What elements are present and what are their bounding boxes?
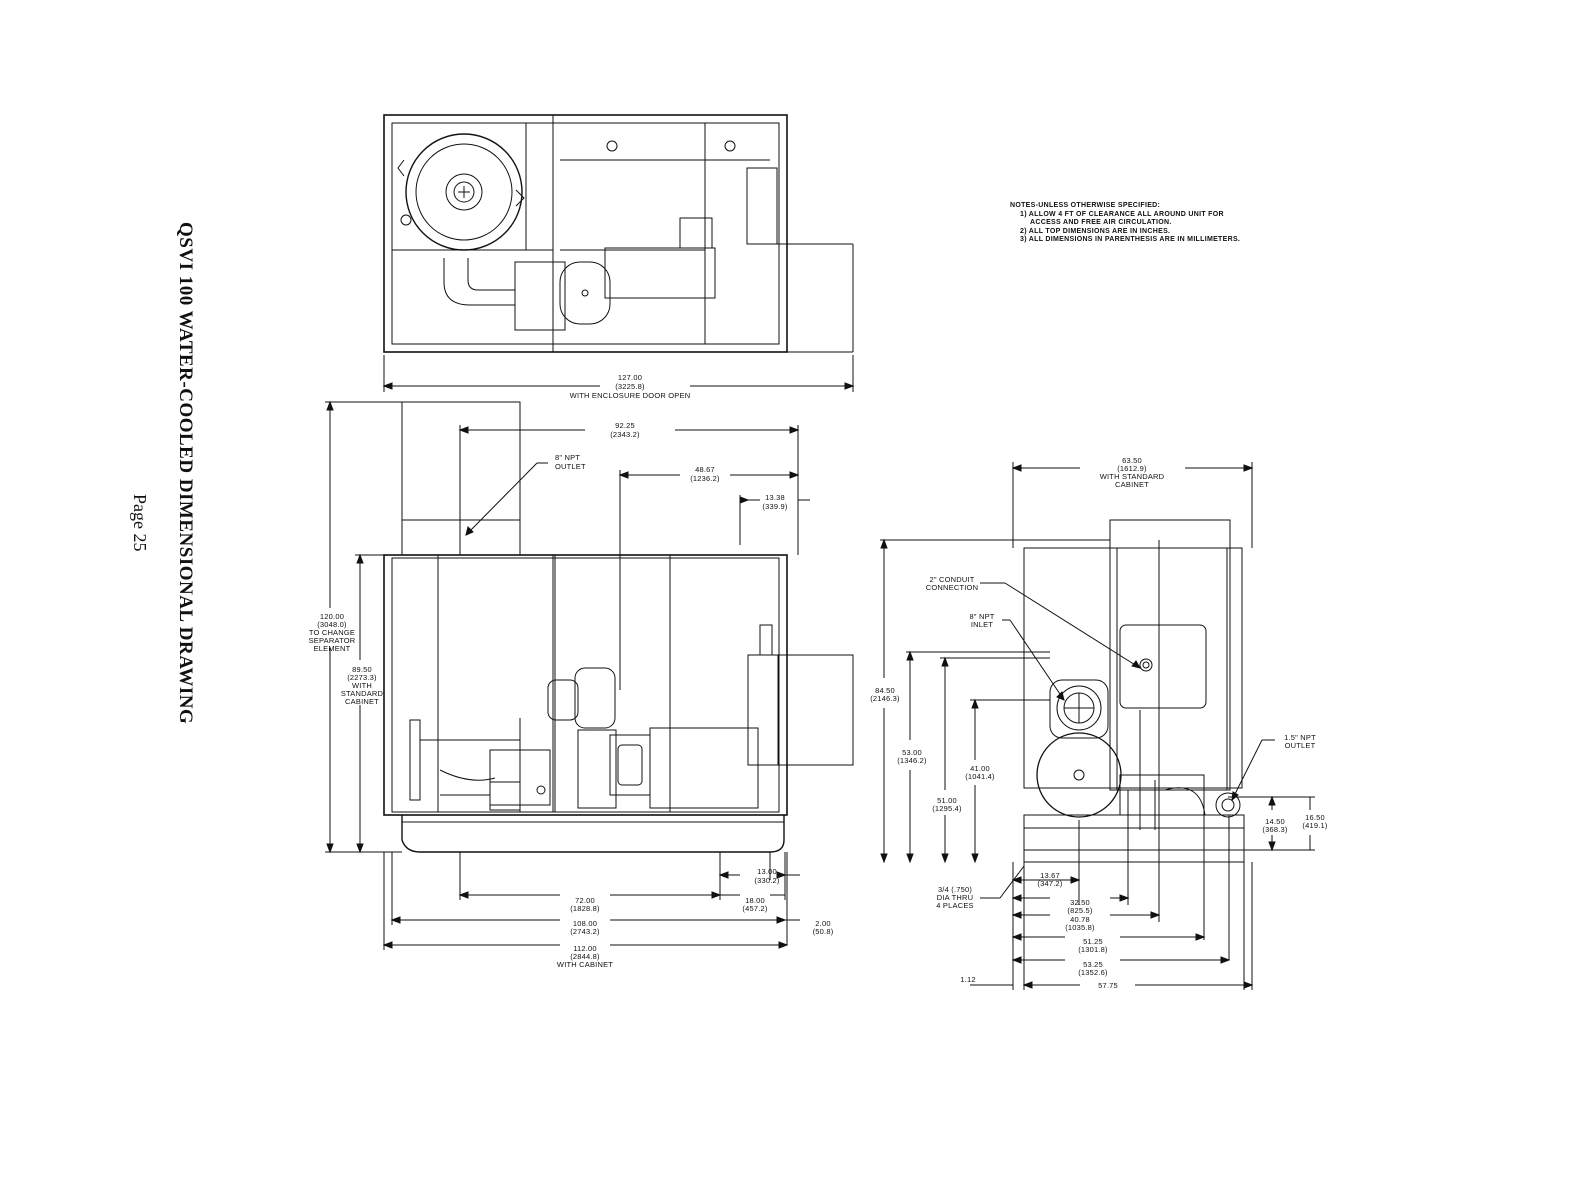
- top-view: [382, 114, 855, 392]
- front-r2-mm: (419.1): [1302, 821, 1327, 830]
- side-b4-in: 108.00: [573, 919, 597, 928]
- filter-housing: [405, 133, 523, 251]
- front-h4-in: 51.00: [937, 796, 957, 805]
- front-h2-mm: (1346.2): [897, 756, 927, 765]
- side-b5-mm: (50.8): [813, 927, 834, 936]
- front-conduit1: 2" CONDUIT: [929, 575, 974, 584]
- side-d3-mm: (339.9): [762, 502, 787, 511]
- side-b6-in: 112.00: [573, 944, 597, 953]
- side-h2-note3: CABINET: [345, 697, 379, 706]
- front-hole3: 4 PLACES: [936, 901, 973, 910]
- side-b4-mm: (2743.2): [570, 927, 600, 936]
- side-b2-mm: (1828.8): [570, 904, 600, 913]
- front-r1-mm: (368.3): [1262, 825, 1287, 834]
- front-h4-mm: (1295.4): [932, 804, 962, 813]
- side-b5-in: 2.00: [815, 919, 830, 928]
- front-f5-in: 53.25: [1083, 960, 1103, 969]
- front-hole2: DIA THRU: [937, 893, 973, 902]
- front-h1-in: 84.50: [875, 686, 895, 695]
- side-outlet-label: 8" NPT: [555, 453, 580, 462]
- side-h1-note1: TO CHANGE: [309, 628, 355, 637]
- front-w-in: 63.50: [1122, 456, 1142, 465]
- front-f5-mm: (1352.6): [1078, 968, 1108, 977]
- side-h2-note2: STANDARD: [341, 689, 384, 698]
- front-f3-mm: (1035.8): [1065, 923, 1095, 932]
- side-d2-mm: (1236.2): [690, 474, 720, 483]
- side-h2-mm: (2273.3): [347, 673, 377, 682]
- front-w-note2: CABINET: [1115, 480, 1149, 489]
- front-inlet1: 8" NPT: [969, 612, 994, 621]
- notes-block: NOTES-UNLESS OTHERWISE SPECIFIED: 1) ALL…: [1010, 202, 1240, 245]
- side-outlet-label2: OUTLET: [555, 462, 586, 471]
- side-b3-in: 18.00: [745, 896, 765, 905]
- front-w-note1: WITH STANDARD: [1100, 472, 1165, 481]
- front-h2-in: 53.00: [902, 748, 922, 757]
- side-b6-mm: (2844.8): [570, 952, 600, 961]
- front-f3-in: 40.78: [1070, 915, 1090, 924]
- side-h2-note1: WITH: [352, 681, 372, 690]
- front-f1-mm: (347.2): [1037, 879, 1062, 888]
- front-f1-in: 13.67: [1040, 871, 1060, 880]
- front-r2-in: 16.50: [1305, 813, 1325, 822]
- front-f2-in: 32.50: [1070, 898, 1090, 907]
- side-b1-in: 13.00: [757, 867, 777, 876]
- side-d1-in: 92.25: [615, 421, 635, 430]
- note-3: 3) ALL DIMENSIONS IN PARENTHESIS ARE IN …: [1020, 236, 1241, 243]
- side-d2-in: 48.67: [695, 465, 715, 474]
- front-f2-mm: (825.5): [1067, 906, 1092, 915]
- front-f4-in: 51.25: [1083, 937, 1103, 946]
- side-h1-note3: ELEMENT: [314, 644, 351, 653]
- side-b1-mm: (330.2): [754, 876, 779, 885]
- side-b3-mm: (457.2): [742, 904, 767, 913]
- notes-heading: NOTES-UNLESS OTHERWISE SPECIFIED:: [1010, 202, 1161, 209]
- front-conduit2: CONNECTION: [926, 583, 978, 592]
- side-h1-in: 120.00: [320, 612, 344, 621]
- front-inlet2: INLET: [971, 620, 993, 629]
- side-view: [325, 400, 854, 950]
- side-h1-mm: (3048.0): [317, 620, 347, 629]
- front-w-mm: (1612.9): [1117, 464, 1147, 473]
- front-hole1: 3/4 (.750): [938, 885, 972, 894]
- front-f4-mm: (1301.8): [1078, 945, 1108, 954]
- side-d3-in: 13.38: [765, 493, 785, 502]
- top-width-mm: (3225.8): [615, 382, 645, 391]
- note-1: 1) ALLOW 4 FT OF CLEARANCE ALL AROUND UN…: [1020, 210, 1224, 218]
- front-r1-in: 14.50: [1265, 817, 1285, 826]
- front-view: [880, 462, 1315, 990]
- front-h3-mm: (1041.4): [965, 772, 995, 781]
- side-h2-in: 89.50: [352, 665, 372, 674]
- front-f6-in: 1.12: [960, 975, 975, 984]
- note-2: 2) ALL TOP DIMENSIONS ARE IN INCHES.: [1020, 227, 1171, 235]
- front-outlet2: OUTLET: [1285, 741, 1316, 750]
- note-1-cont: ACCESS AND FREE AIR CIRCULATION.: [1030, 219, 1172, 226]
- top-width-in: 127.00: [618, 373, 642, 382]
- front-f7-in: 57.75: [1098, 981, 1118, 990]
- side-d1-mm: (2343.2): [610, 430, 640, 439]
- front-h3-in: 41.00: [970, 764, 990, 773]
- front-outlet1: 1.5" NPT: [1284, 733, 1316, 742]
- side-b2-in: 72.00: [575, 896, 595, 905]
- side-b6-note: WITH CABINET: [557, 960, 613, 969]
- side-h1-note2: SEPARATOR: [309, 636, 356, 645]
- top-width-note: WITH ENCLOSURE DOOR OPEN: [570, 391, 691, 400]
- front-h1-mm: (2146.3): [870, 694, 900, 703]
